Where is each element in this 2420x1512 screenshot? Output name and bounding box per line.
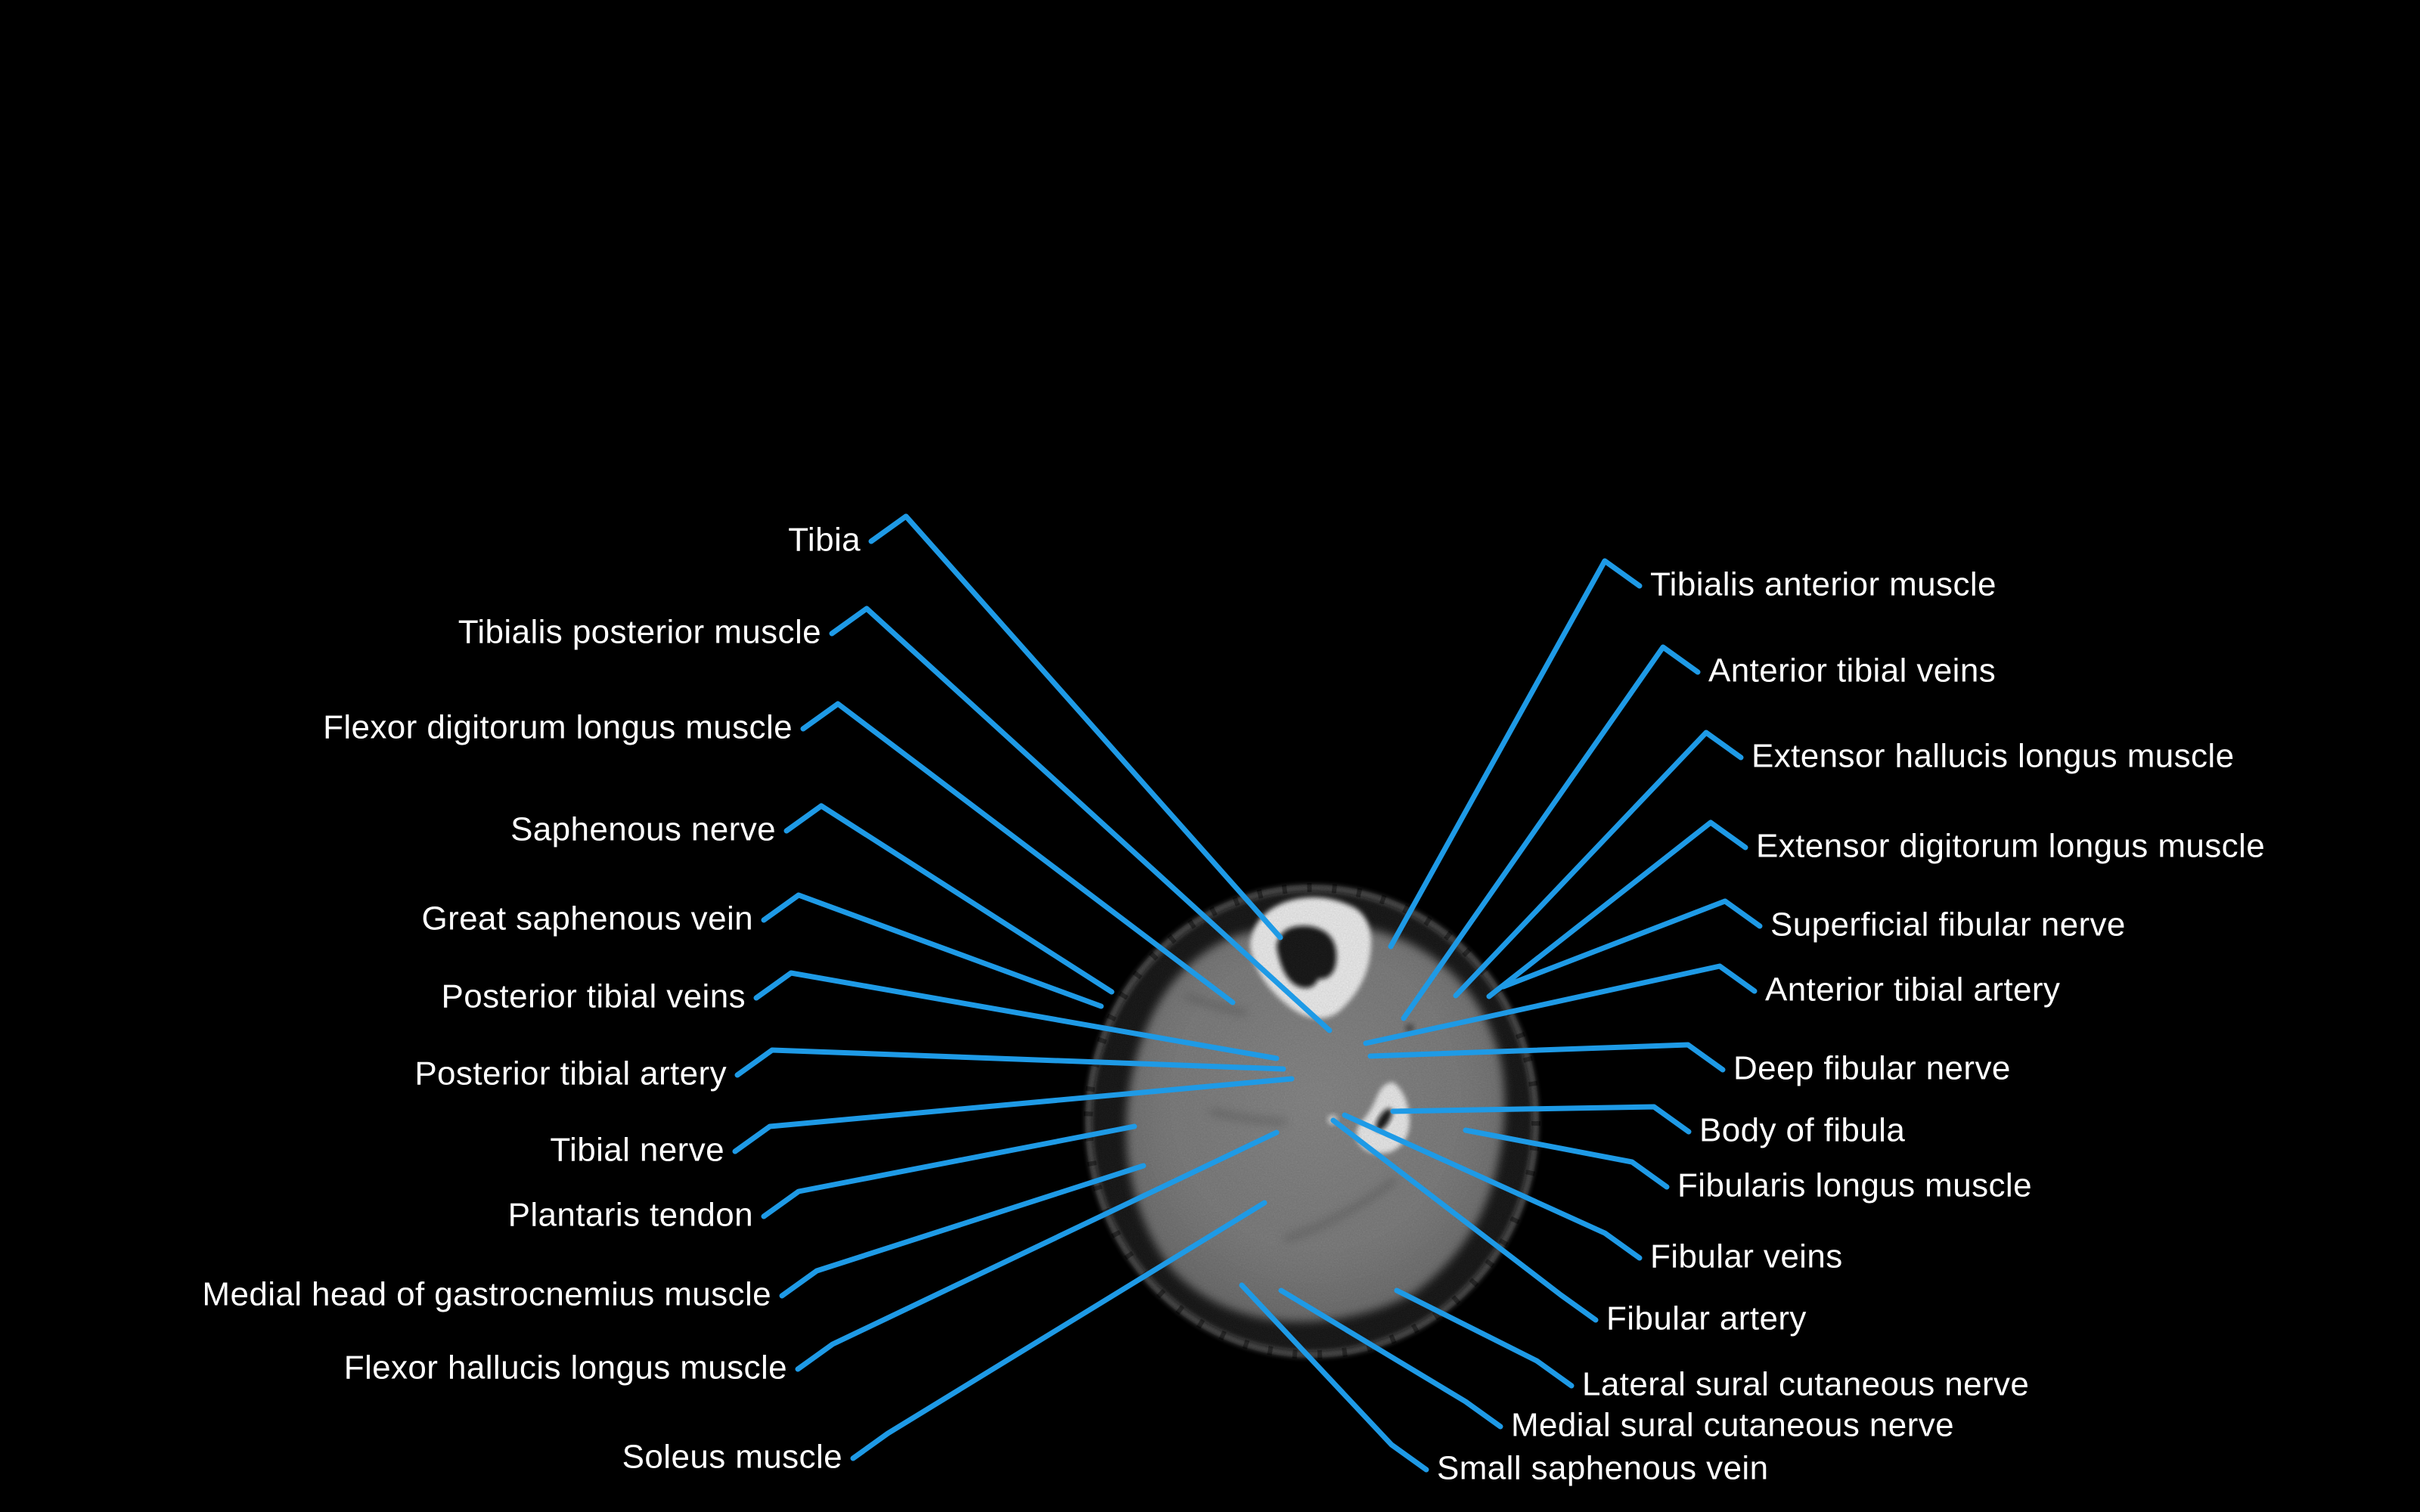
anatomy-label: Great saphenous vein bbox=[421, 900, 753, 937]
leader-line bbox=[850, 1200, 1267, 1461]
anatomy-label: Superficial fibular nerve bbox=[1770, 906, 2126, 943]
leader-line bbox=[1388, 558, 1643, 950]
anatomy-label: Extensor hallucis longus muscle bbox=[1751, 737, 2235, 775]
leader-lines bbox=[732, 513, 1763, 1473]
leader-line bbox=[1394, 1287, 1575, 1389]
anatomy-label: Posterior tibial veins bbox=[441, 978, 746, 1015]
leader-line bbox=[761, 1123, 1137, 1219]
leader-line bbox=[779, 1163, 1146, 1299]
leader-line bbox=[1500, 898, 1763, 990]
anatomy-label: Anterior tibial veins bbox=[1708, 652, 1996, 689]
anatomy-label: Anterior tibial artery bbox=[1765, 971, 2061, 1009]
leader-line bbox=[795, 1129, 1280, 1372]
anatomy-label: Extensor digitorum longus muscle bbox=[1756, 827, 2266, 865]
anatomy-label: Tibial nerve bbox=[550, 1131, 724, 1169]
leader-line bbox=[868, 513, 1283, 940]
leader-line bbox=[1367, 1042, 1726, 1073]
anatomy-label: Soleus muscle bbox=[622, 1438, 842, 1476]
anatomy-label: Flexor digitorum longus muscle bbox=[323, 708, 793, 746]
leader-line bbox=[1342, 1112, 1643, 1261]
leader-line bbox=[1486, 820, 1748, 999]
anatomy-label: Small saphenous vein bbox=[1437, 1449, 1769, 1487]
anatomy-label: Tibia bbox=[788, 521, 861, 559]
anatomy-label: Tibialis anterior muscle bbox=[1650, 565, 1996, 603]
anatomy-label: Tibialis posterior muscle bbox=[458, 613, 821, 651]
leader-line bbox=[800, 701, 1236, 1005]
leader-line bbox=[1390, 1104, 1692, 1135]
ct-scan bbox=[1084, 883, 1540, 1359]
leader-line bbox=[1401, 644, 1701, 1021]
anatomy-label: Fibular veins bbox=[1650, 1238, 1843, 1275]
leader-line bbox=[1463, 1127, 1670, 1190]
leader-line bbox=[1330, 1117, 1599, 1323]
leader-line bbox=[761, 892, 1104, 1009]
leader-line bbox=[1239, 1282, 1429, 1473]
anatomy-label: Medial head of gastrocnemius muscle bbox=[202, 1275, 771, 1313]
anatomy-label: Body of fibula bbox=[1699, 1111, 1906, 1149]
anatomy-label: Fibularis longus muscle bbox=[1677, 1167, 2032, 1204]
anatomy-label: Posterior tibial artery bbox=[414, 1055, 727, 1092]
leader-line bbox=[1363, 963, 1758, 1046]
leader-line bbox=[783, 803, 1115, 995]
leader-line bbox=[1453, 730, 1744, 999]
anatomy-label: Deep fibular nerve bbox=[1733, 1049, 2011, 1087]
ct-noise-layer bbox=[1085, 885, 1539, 1358]
leader-line bbox=[753, 970, 1280, 1061]
anatomy-label: Flexor hallucis longus muscle bbox=[343, 1349, 787, 1387]
anatomy-label: Plantaris tendon bbox=[507, 1196, 753, 1234]
leader-line bbox=[829, 606, 1333, 1033]
anatomy-label: Medial sural cutaneous nerve bbox=[1511, 1406, 1954, 1444]
leader-line bbox=[1278, 1287, 1503, 1430]
anatomy-label: Lateral sural cutaneous nerve bbox=[1582, 1365, 2030, 1403]
leader-line bbox=[732, 1076, 1295, 1154]
anatomy-label: Fibular artery bbox=[1606, 1300, 1807, 1337]
anatomy-label: Saphenous nerve bbox=[510, 810, 776, 848]
leader-line bbox=[734, 1047, 1286, 1078]
